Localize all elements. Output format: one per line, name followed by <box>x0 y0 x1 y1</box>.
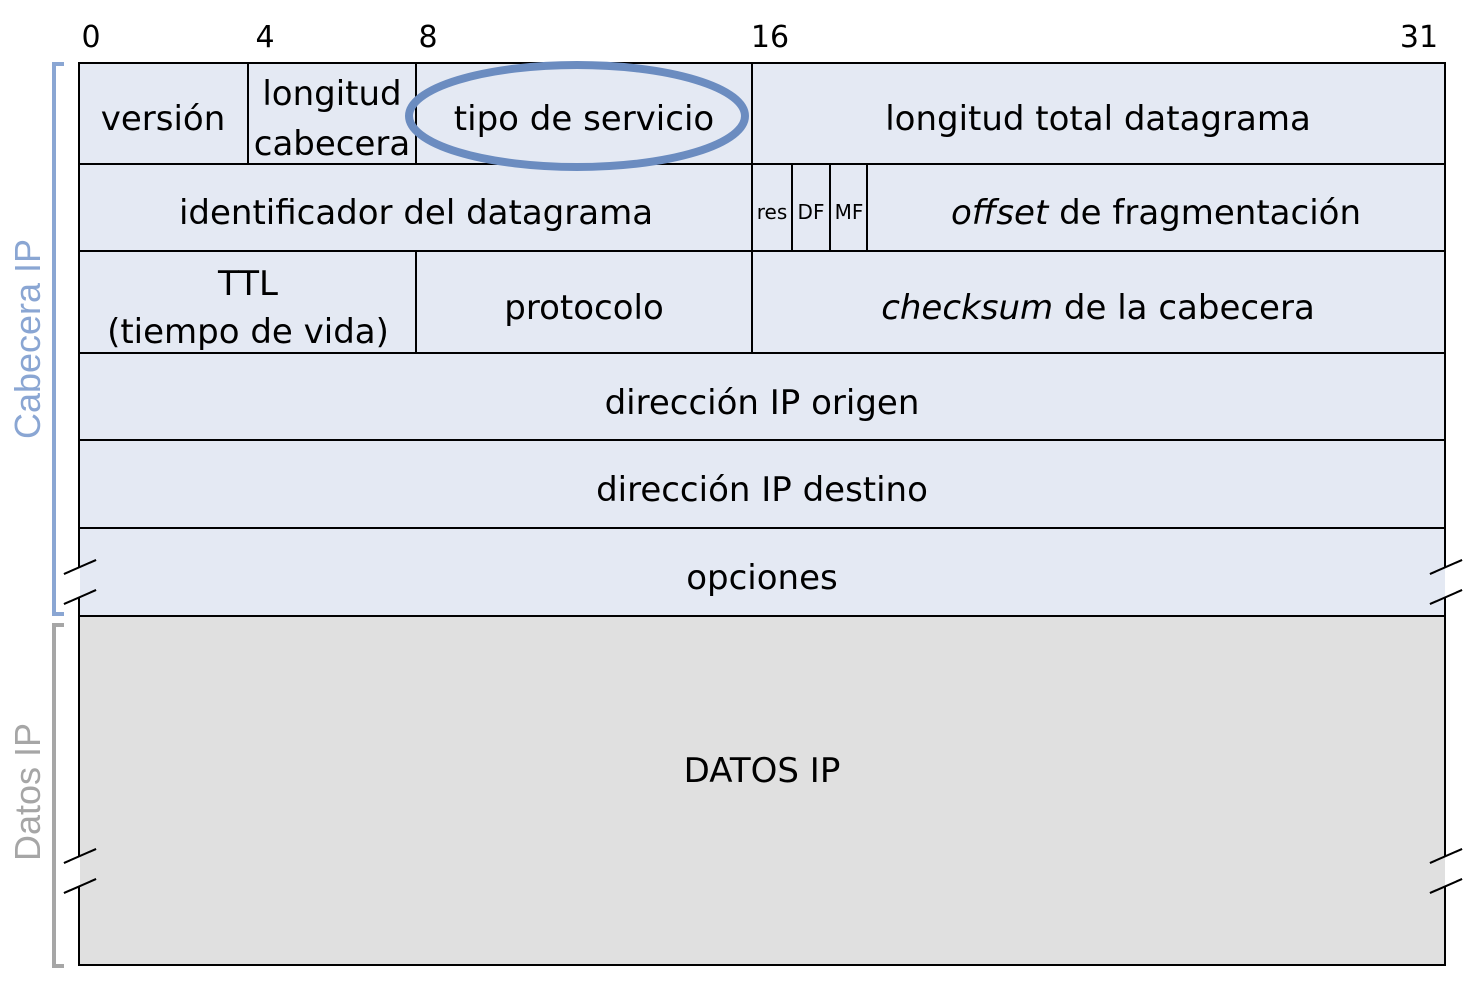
field-header-length-line1: longitud <box>262 74 401 114</box>
bit-label-31: 31 <box>1400 20 1438 55</box>
data-area <box>78 615 1446 966</box>
field-type-of-service: tipo de servicio <box>454 99 714 139</box>
data-bracket <box>52 623 64 968</box>
fragment-offset-italic: offset <box>951 193 1050 233</box>
field-source-ip: dirección IP origen <box>605 383 920 423</box>
field-destination-ip: dirección IP destino <box>596 470 928 510</box>
bit-label-8: 8 <box>418 20 437 55</box>
field-fragment-offset: offset de fragmentación <box>951 193 1361 233</box>
field-checksum: checksum de la cabecera <box>881 288 1315 328</box>
field-version: versión <box>101 99 226 139</box>
fragment-offset-rest: de fragmentación <box>1048 193 1361 233</box>
field-header-length-line2: cabecera <box>254 124 410 164</box>
row-dividers <box>79 163 1445 529</box>
field-options: opciones <box>686 558 838 598</box>
header-bracket <box>52 62 64 616</box>
side-label-data: Datos IP <box>7 723 48 861</box>
data-label: DATOS IP <box>684 751 841 791</box>
flag-df: DF <box>798 200 825 224</box>
break-marks-top <box>63 559 1463 894</box>
field-total-length: longitud total datagrama <box>885 99 1311 139</box>
header-area <box>78 62 1446 617</box>
checksum-italic: checksum <box>881 288 1053 328</box>
break-fill <box>80 563 1445 890</box>
column-dividers <box>247 63 868 353</box>
field-ttl-line2: (tiempo de vida) <box>107 312 389 352</box>
field-identifier: identificador del datagrama <box>179 193 653 233</box>
bit-label-16: 16 <box>751 20 789 55</box>
highlight-ellipse <box>405 61 749 171</box>
flag-mf: MF <box>835 200 864 224</box>
bit-label-4: 4 <box>255 20 274 55</box>
side-label-header: Cabecera IP <box>7 239 48 439</box>
field-protocol: protocolo <box>504 288 664 328</box>
checksum-rest: de la cabecera <box>1053 288 1315 328</box>
bit-label-0: 0 <box>81 20 100 55</box>
field-ttl-line1: TTL <box>217 264 278 304</box>
flag-res: res <box>757 200 788 224</box>
